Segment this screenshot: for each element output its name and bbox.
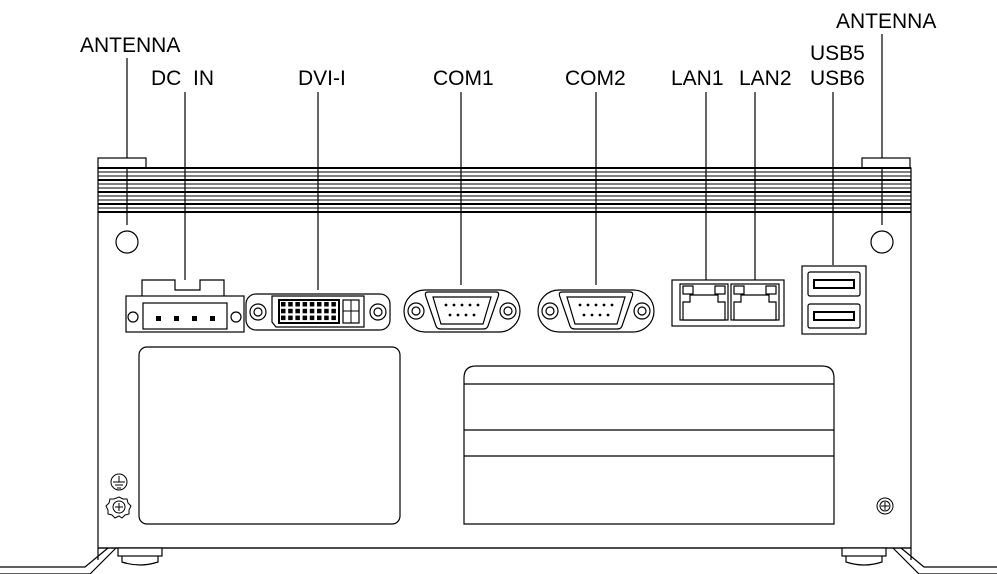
dc-in-terminal <box>125 279 245 333</box>
dvi-pin <box>317 315 322 321</box>
mounting-feet <box>0 547 997 574</box>
ground-screw-icon <box>105 496 132 519</box>
dvi-pin <box>317 308 322 314</box>
usb5-label: USB5 <box>810 42 865 65</box>
dvi-pin <box>331 308 336 314</box>
chassis-screw-icon <box>876 497 894 515</box>
dvi-pin <box>309 315 315 321</box>
com1-label: COM1 <box>433 67 494 90</box>
ground-icon <box>110 473 128 491</box>
dvi-pin <box>281 302 286 307</box>
expansion-slot-cover <box>463 365 835 525</box>
usb6-label: USB6 <box>810 67 865 90</box>
dvi-pin <box>324 315 329 321</box>
dvi-pin <box>288 308 293 314</box>
lan2-label: LAN2 <box>739 67 792 90</box>
dvi-pin <box>324 302 329 307</box>
usb-ports <box>801 265 867 335</box>
dvi-pin <box>295 315 300 321</box>
com2-label: COM2 <box>565 67 626 90</box>
antenna-left-hole <box>115 230 139 254</box>
dvi-connector <box>245 293 391 331</box>
dvi-pin <box>331 302 336 307</box>
dvi-label: DVI-I <box>298 67 346 90</box>
lan1-label: LAN1 <box>671 67 724 90</box>
dvi-pin <box>309 308 315 314</box>
dvi-pin <box>281 315 286 321</box>
dvi-pin <box>295 308 300 314</box>
blank-cover-left <box>138 346 401 525</box>
dvi-pin <box>317 302 322 307</box>
antenna-left-label: ANTENNA <box>80 34 180 57</box>
dvi-pin <box>302 302 308 307</box>
com2-connector <box>537 289 655 333</box>
antenna-right-label: ANTENNA <box>836 10 936 33</box>
com1-connector <box>403 289 521 333</box>
dvi-pin <box>281 308 286 314</box>
dc-in-label: DC IN <box>151 67 214 90</box>
dvi-pin <box>302 308 308 314</box>
chassis <box>97 157 912 549</box>
dvi-pin <box>295 302 300 307</box>
dvi-pin-grid <box>281 302 336 321</box>
lan-ports <box>671 279 785 327</box>
dvi-pin <box>288 315 293 321</box>
dvi-pin <box>331 315 336 321</box>
dvi-pin <box>324 308 329 314</box>
dvi-pin <box>309 302 315 307</box>
antenna-right-hole <box>870 230 894 254</box>
dvi-pin <box>288 302 293 307</box>
dvi-pin <box>302 315 308 321</box>
